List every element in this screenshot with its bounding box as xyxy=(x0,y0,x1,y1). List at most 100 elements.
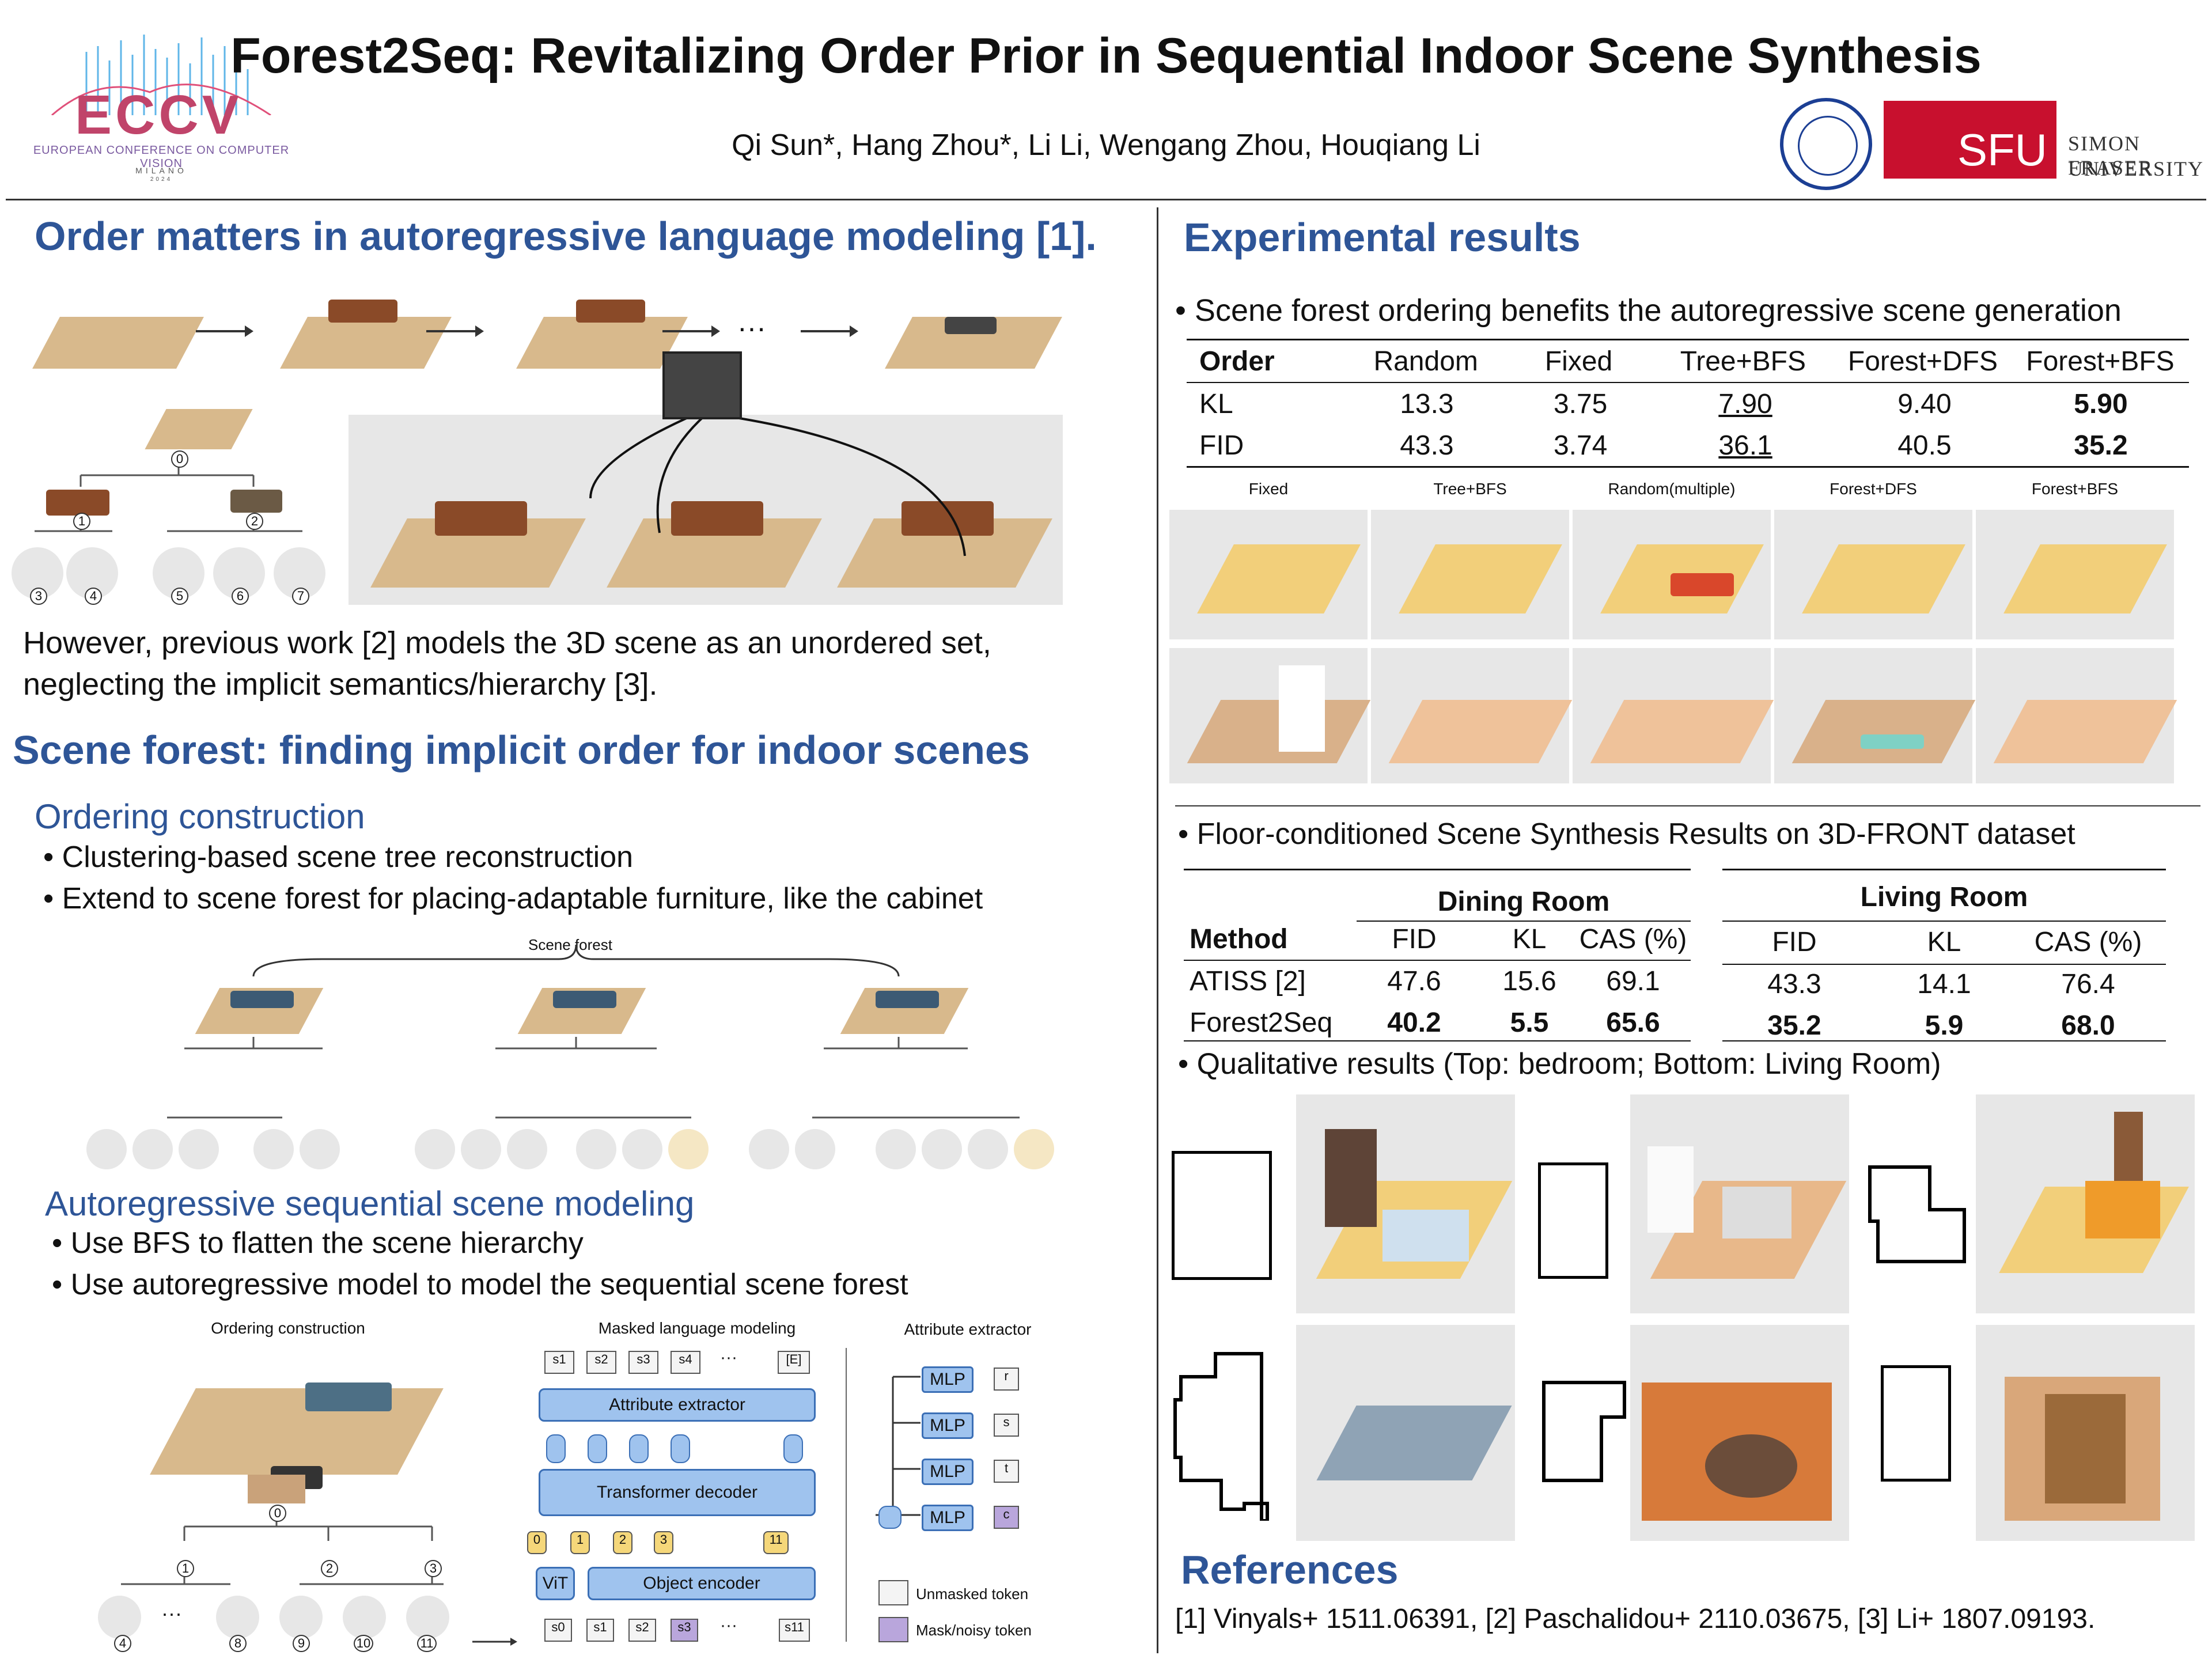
legend-unmasked-swatch xyxy=(878,1580,908,1605)
table1-header: Fixed xyxy=(1544,346,1613,377)
floor-plan-outline xyxy=(1868,1165,1966,1263)
however-text-line2: neglecting the implicit semantics/hierar… xyxy=(23,667,658,702)
table2-header: CAS (%) xyxy=(1579,924,1687,955)
result-thumbnail xyxy=(1573,648,1774,783)
mlp-output: r xyxy=(994,1368,1019,1391)
method-diagram: Ordering construction Masked language mo… xyxy=(98,1313,1083,1653)
tree-node: 0 xyxy=(269,1505,286,1522)
object-encoder-block: Object encoder xyxy=(588,1567,816,1600)
table2-cell: 47.6 xyxy=(1387,966,1441,997)
mlp-block: MLP xyxy=(922,1505,974,1531)
grid-caption: Forest+DFS xyxy=(1830,480,1917,498)
bullet-exp-3: • Qualitative results (Top: bedroom; Bot… xyxy=(1178,1047,1941,1081)
table1-cell: FID xyxy=(1199,430,1244,461)
output-token: s1 xyxy=(544,1351,574,1374)
floor-plan-outline xyxy=(1881,1365,1951,1482)
input-token: s2 xyxy=(628,1619,656,1642)
table1-cell: 40.5 xyxy=(1897,430,1952,461)
eccv-logo: ECCV EUROPEAN CONFERENCE ON COMPUTER VIS… xyxy=(17,29,305,184)
table1-cell: 43.3 xyxy=(1400,430,1454,461)
scene-forest-label: Scene forest xyxy=(528,936,612,953)
ar-heading: Autoregressive sequential scene modeling xyxy=(45,1184,695,1223)
header-divider xyxy=(6,199,2206,200)
arrow-icon xyxy=(662,325,720,337)
sequence-ellipsis: ··· xyxy=(737,312,766,344)
output-token: s3 xyxy=(628,1351,658,1374)
arrow-icon xyxy=(426,325,484,337)
result-render xyxy=(1630,1094,1849,1313)
bullet-exp-2: • Floor-conditioned Scene Synthesis Resu… xyxy=(1178,817,2075,851)
tree-node: 7 xyxy=(292,588,309,605)
index-token: 2 xyxy=(613,1531,632,1554)
bullet-text: Scene forest ordering benefits the autor… xyxy=(1194,293,2122,328)
tree-node: 5 xyxy=(171,588,188,605)
ustc-seal-icon xyxy=(1780,98,1872,190)
caption-mlm: Masked language modeling xyxy=(598,1319,796,1337)
result-thumbnail xyxy=(1976,648,2177,783)
index-token: 11 xyxy=(763,1531,789,1554)
table1-cell: 3.74 xyxy=(1553,430,1608,461)
ordering-comparison-grid: Fixed Tree+BFS Random(multiple) Forest+D… xyxy=(1169,475,2200,798)
table1-cell: 13.3 xyxy=(1400,388,1454,419)
table2-header: KL xyxy=(1512,924,1547,955)
bullet-text: Clustering-based scene tree reconstructi… xyxy=(62,840,634,874)
input-token: s0 xyxy=(544,1619,572,1642)
qualitative-results xyxy=(1169,1094,2200,1544)
table2-cell: 5.5 xyxy=(1510,1007,1549,1038)
skyline-icon xyxy=(51,35,271,116)
result-thumbnail xyxy=(1774,510,1972,639)
mlp-block: MLP xyxy=(922,1459,974,1485)
caption-attr: Attribute extractor xyxy=(904,1320,1032,1338)
tree-node: 8 xyxy=(229,1635,247,1652)
mlp-block: MLP xyxy=(922,1366,974,1393)
result-render xyxy=(1296,1325,1515,1541)
sfu-name-line1: SIMON FRASER xyxy=(2068,132,2154,179)
cabinet-icon xyxy=(662,351,742,419)
index-token: 1 xyxy=(570,1531,590,1554)
scene-sequence-figure: ··· xyxy=(23,276,1077,403)
table2-cell: 35.2 xyxy=(1767,1010,1821,1041)
arrow-icon xyxy=(196,325,253,337)
floor-plan-outline xyxy=(1173,1352,1269,1521)
bullet-ar-2: • Use autoregressive model to model the … xyxy=(52,1268,908,1301)
table1-cell: 7.90 xyxy=(1718,388,1772,419)
table2-header: Method xyxy=(1190,924,1288,955)
table1-cell: 5.90 xyxy=(2074,388,2128,419)
caption-ordering: Ordering construction xyxy=(211,1319,365,1337)
however-text-line1: However, previous work [2] models the 3D… xyxy=(23,626,991,660)
mlp-output: c xyxy=(994,1506,1019,1529)
bullet-text: Extend to scene forest for placing-adapt… xyxy=(62,882,983,915)
sfu-name-line2: UNIVERSITY xyxy=(2068,157,2204,180)
mlp-block: MLP xyxy=(922,1412,974,1439)
ordering-heading: Ordering construction xyxy=(35,797,365,836)
result-thumbnail xyxy=(1169,648,1371,783)
tree-node: 4 xyxy=(85,588,102,605)
mlp-output: s xyxy=(994,1414,1019,1437)
bullet-text: Floor-conditioned Scene Synthesis Result… xyxy=(1196,817,2075,851)
table1-header: Random xyxy=(1373,346,1478,377)
sfu-logo: SFU xyxy=(1884,101,2056,179)
grid-caption: Tree+BFS xyxy=(1433,480,1507,498)
grid-caption: Fixed xyxy=(1248,480,1289,498)
table2-cell: 14.1 xyxy=(1917,969,1971,999)
table1-cell: KL xyxy=(1199,388,1233,419)
legend-unmasked-label: Unmasked token xyxy=(916,1585,1029,1603)
tree-node: 3 xyxy=(30,588,47,605)
input-token: s11 xyxy=(779,1619,810,1642)
input-ellipsis: ··· xyxy=(720,1616,737,1635)
bullet-text: Qualitative results (Top: bedroom; Botto… xyxy=(1196,1047,1941,1081)
tree-node: 1 xyxy=(73,513,90,530)
result-thumbnail xyxy=(1976,510,2174,639)
table2-cell: 68.0 xyxy=(2061,1010,2115,1041)
result-render xyxy=(1630,1325,1849,1541)
bullet-ordering-2: • Extend to scene forest for placing-ada… xyxy=(43,882,983,915)
bullet-ar-1: • Use BFS to flatten the scene hierarchy xyxy=(52,1226,584,1260)
tree-node: 2 xyxy=(321,1560,338,1577)
result-thumbnail xyxy=(1371,510,1569,639)
right-section-divider xyxy=(1175,805,2200,806)
table2-cell: 43.3 xyxy=(1767,969,1821,999)
table2-cell: ATISS [2] xyxy=(1190,966,1306,997)
table1-header: Forest+BFS xyxy=(2026,346,2175,377)
result-thumbnail xyxy=(1573,510,1771,639)
table2-cell: 15.6 xyxy=(1502,966,1556,997)
